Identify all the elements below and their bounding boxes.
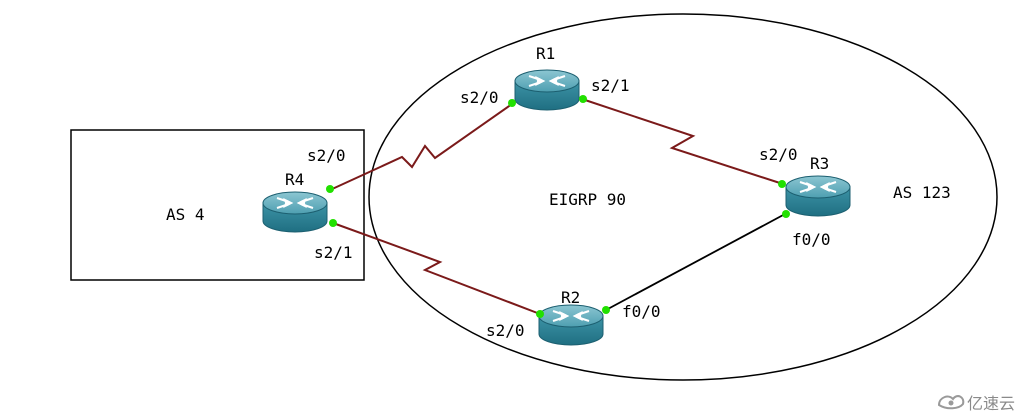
router-r1[interactable] [514,69,580,111]
port-dot-r4-s20 [326,185,334,193]
port-dot-r2-f00 [602,306,610,314]
iface-label-r3-s20: s2/0 [759,145,798,164]
port-dot-r1-s21 [579,95,587,103]
as123-boundary [368,13,998,381]
iface-label-r4-s20: s2/0 [307,146,346,165]
as4-boundary [70,129,365,281]
router-r2[interactable] [538,304,604,346]
region-label-eigrp: EIGRP 90 [549,190,626,209]
link-r4-r1[interactable] [329,103,513,191]
watermark-text: 亿速云 [967,394,1015,413]
region-label-as4: AS 4 [166,205,205,224]
router-label-r2: R2 [561,288,580,307]
link-r1-r3[interactable] [581,98,784,185]
yisu-cloud-logo-icon [937,395,965,410]
router-label-r3: R3 [810,154,829,173]
iface-label-r2-f00: f0/0 [622,302,661,321]
router-r4[interactable] [262,191,328,233]
region-label-as123: AS 123 [893,183,951,202]
port-dot-r3-s20 [778,180,786,188]
router-label-r1: R1 [536,44,555,63]
router-label-r4: R4 [285,170,304,189]
port-dot-r4-s21 [329,219,337,227]
link-r2-r3[interactable] [605,213,786,311]
link-r4-r2[interactable] [332,222,541,315]
iface-label-r2-s20: s2/0 [486,321,525,340]
port-dot-r1-s20 [508,99,516,107]
iface-label-r3-f00: f0/0 [792,230,831,249]
port-dot-r2-s20 [536,310,544,318]
iface-label-r1-s21: s2/1 [591,76,630,95]
iface-label-r1-s20: s2/0 [460,88,499,107]
iface-label-r4-s21: s2/1 [314,243,353,262]
port-dot-r3-f00 [782,210,790,218]
watermark: 亿速云 [937,394,1015,413]
router-r3[interactable] [785,175,851,217]
